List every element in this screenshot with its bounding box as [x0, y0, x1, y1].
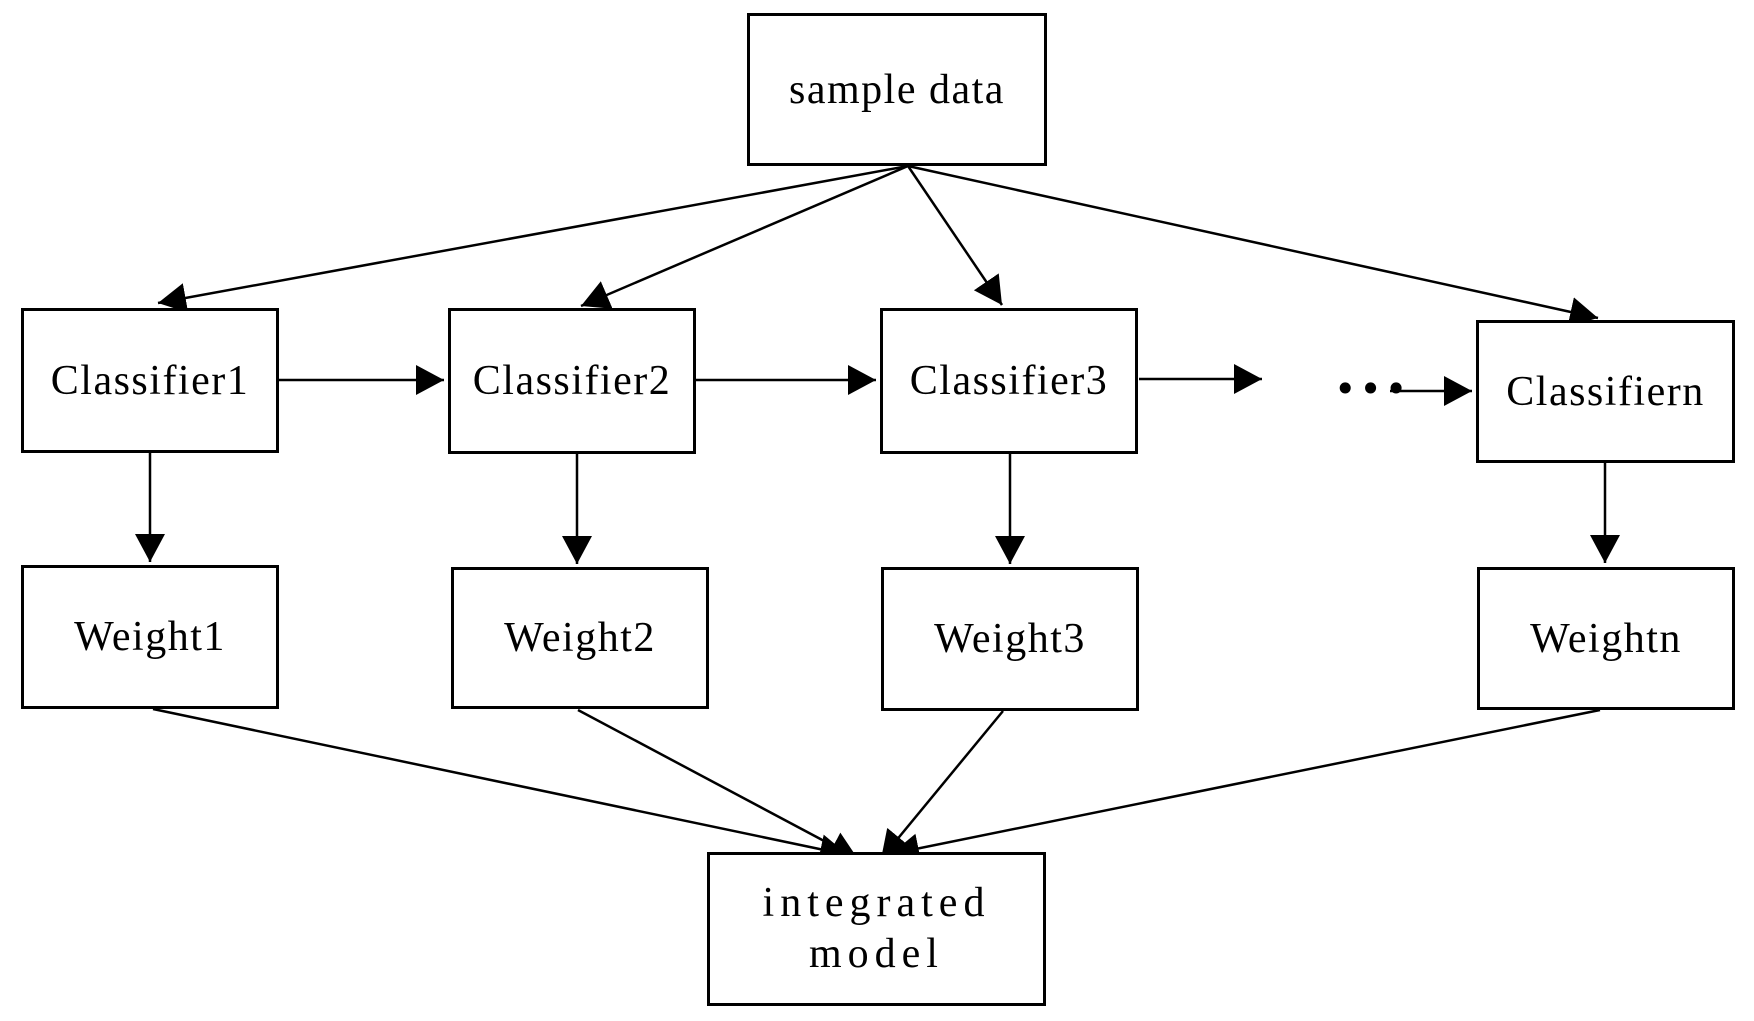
node-integrated-model-label-line2: model [809, 931, 944, 977]
edge-sample-data-to-classifier1 [157, 164, 909, 313]
node-weight2-label: Weight2 [504, 615, 656, 661]
edge-sample-data-to-classifier2 [580, 164, 909, 309]
node-weightn-label: Weightn [1530, 615, 1682, 662]
edge-sample-data-to-classifiern [907, 164, 1599, 327]
edge-weight3-to-integrated-model [880, 710, 1004, 860]
node-weightn: Weightn [1477, 567, 1735, 710]
node-classifier3-label: Classifier3 [909, 358, 1109, 404]
node-weight3-label: Weight3 [934, 616, 1086, 662]
edge-weight1-to-integrated-model [152, 707, 849, 864]
node-sample-data: sample data [747, 13, 1047, 166]
node-classifier2-label: Classifier2 [472, 358, 672, 404]
node-classifiern-label: Classifiern [1506, 368, 1705, 415]
node-integrated-model-label-line1: integrated [762, 879, 991, 926]
node-weight3: Weight3 [881, 567, 1139, 711]
edge-weightn-to-integrated-model [890, 708, 1601, 864]
node-classifiern: Classifiern [1476, 320, 1735, 463]
node-weight2: Weight2 [451, 567, 709, 709]
node-integrated-model: integrated model [707, 852, 1046, 1006]
node-classifier1: Classifier1 [21, 308, 279, 453]
edge-sample-data-to-classifier3 [906, 165, 1004, 306]
node-weight1-label: Weight1 [74, 614, 226, 660]
node-sample-data-label: sample data [789, 66, 1005, 113]
edge-weight2-to-integrated-model [577, 708, 859, 861]
node-classifier1-label: Classifier1 [50, 357, 250, 404]
ellipsis-dots: ••• [1334, 367, 1411, 411]
node-classifier2: Classifier2 [448, 308, 696, 454]
node-classifier3: Classifier3 [880, 308, 1138, 454]
node-weight1: Weight1 [21, 565, 279, 709]
